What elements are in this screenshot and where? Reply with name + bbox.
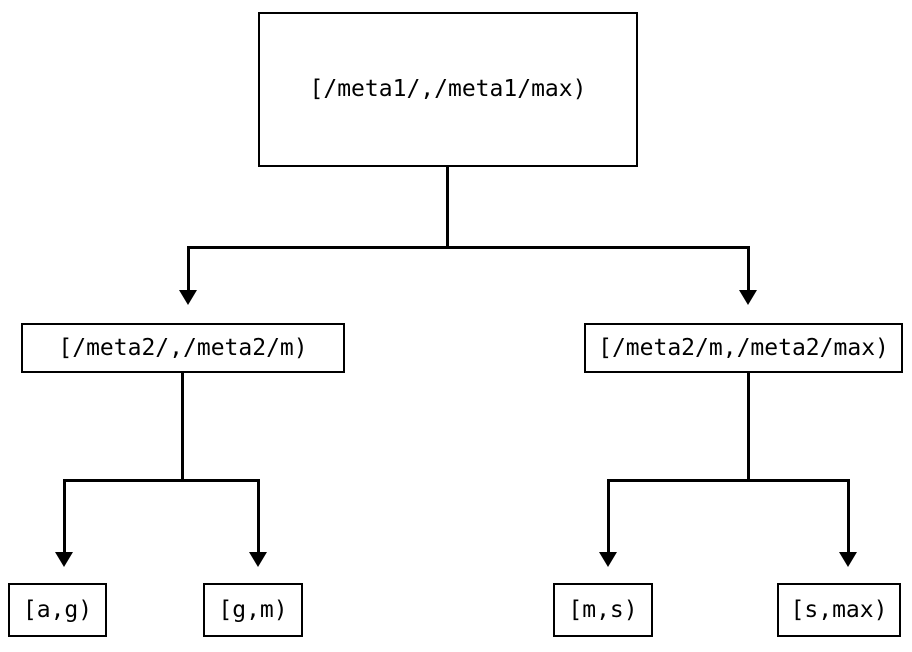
edge-level2-left-stem [181, 373, 184, 480]
edge-level2-right-to-leaf-smax [847, 479, 850, 552]
tree-node-leaf-g-m-label: [g,m) [218, 596, 288, 623]
tree-node-leaf-s-max-label: [s,max) [790, 596, 888, 623]
tree-node-leaf-m-s-label: [m,s) [568, 596, 638, 623]
tree-node-leaf-a-g[interactable]: [a,g) [8, 583, 107, 637]
edge-level2-right-stem [747, 373, 750, 480]
arrow-down-icon-to-leaf-smax [839, 552, 857, 567]
tree-node-leaf-g-m[interactable]: [g,m) [203, 583, 303, 637]
tree-node-leaf-a-g-label: [a,g) [22, 596, 93, 623]
arrow-down-icon-root-to-level2-right [739, 290, 757, 305]
edge-root-to-level2-right [747, 246, 750, 290]
tree-node-leaf-s-max[interactable]: [s,max) [777, 583, 901, 637]
tree-node-level2-left[interactable]: [/meta2/,/meta2/m) [21, 323, 345, 373]
arrow-down-icon-to-leaf-gm [249, 552, 267, 567]
edge-level2-left-to-leaf-ag [63, 479, 66, 552]
arrow-down-icon-to-leaf-ag [55, 552, 73, 567]
tree-node-level2-right-label: [/meta2/m,/meta2/max) [598, 334, 889, 361]
edge-level2-right-horizontal-bar [607, 479, 850, 482]
tree-node-root[interactable]: [/meta1/,/meta1/max) [258, 12, 638, 167]
edge-level1-horizontal-bar [187, 246, 750, 249]
edge-level2-left-horizontal-bar [63, 479, 260, 482]
edge-root-stem [446, 167, 449, 249]
arrow-down-icon-root-to-level2-left [179, 290, 197, 305]
edge-root-to-level2-left [187, 246, 190, 290]
tree-node-level2-right[interactable]: [/meta2/m,/meta2/max) [584, 323, 903, 373]
tree-node-level2-left-label: [/meta2/,/meta2/m) [58, 334, 308, 361]
edge-level2-left-to-leaf-gm [257, 479, 260, 552]
arrow-down-icon-to-leaf-ms [599, 552, 617, 567]
tree-node-root-label: [/meta1/,/meta1/max) [309, 76, 587, 102]
tree-node-leaf-m-s[interactable]: [m,s) [553, 583, 653, 637]
edge-level2-right-to-leaf-ms [607, 479, 610, 552]
